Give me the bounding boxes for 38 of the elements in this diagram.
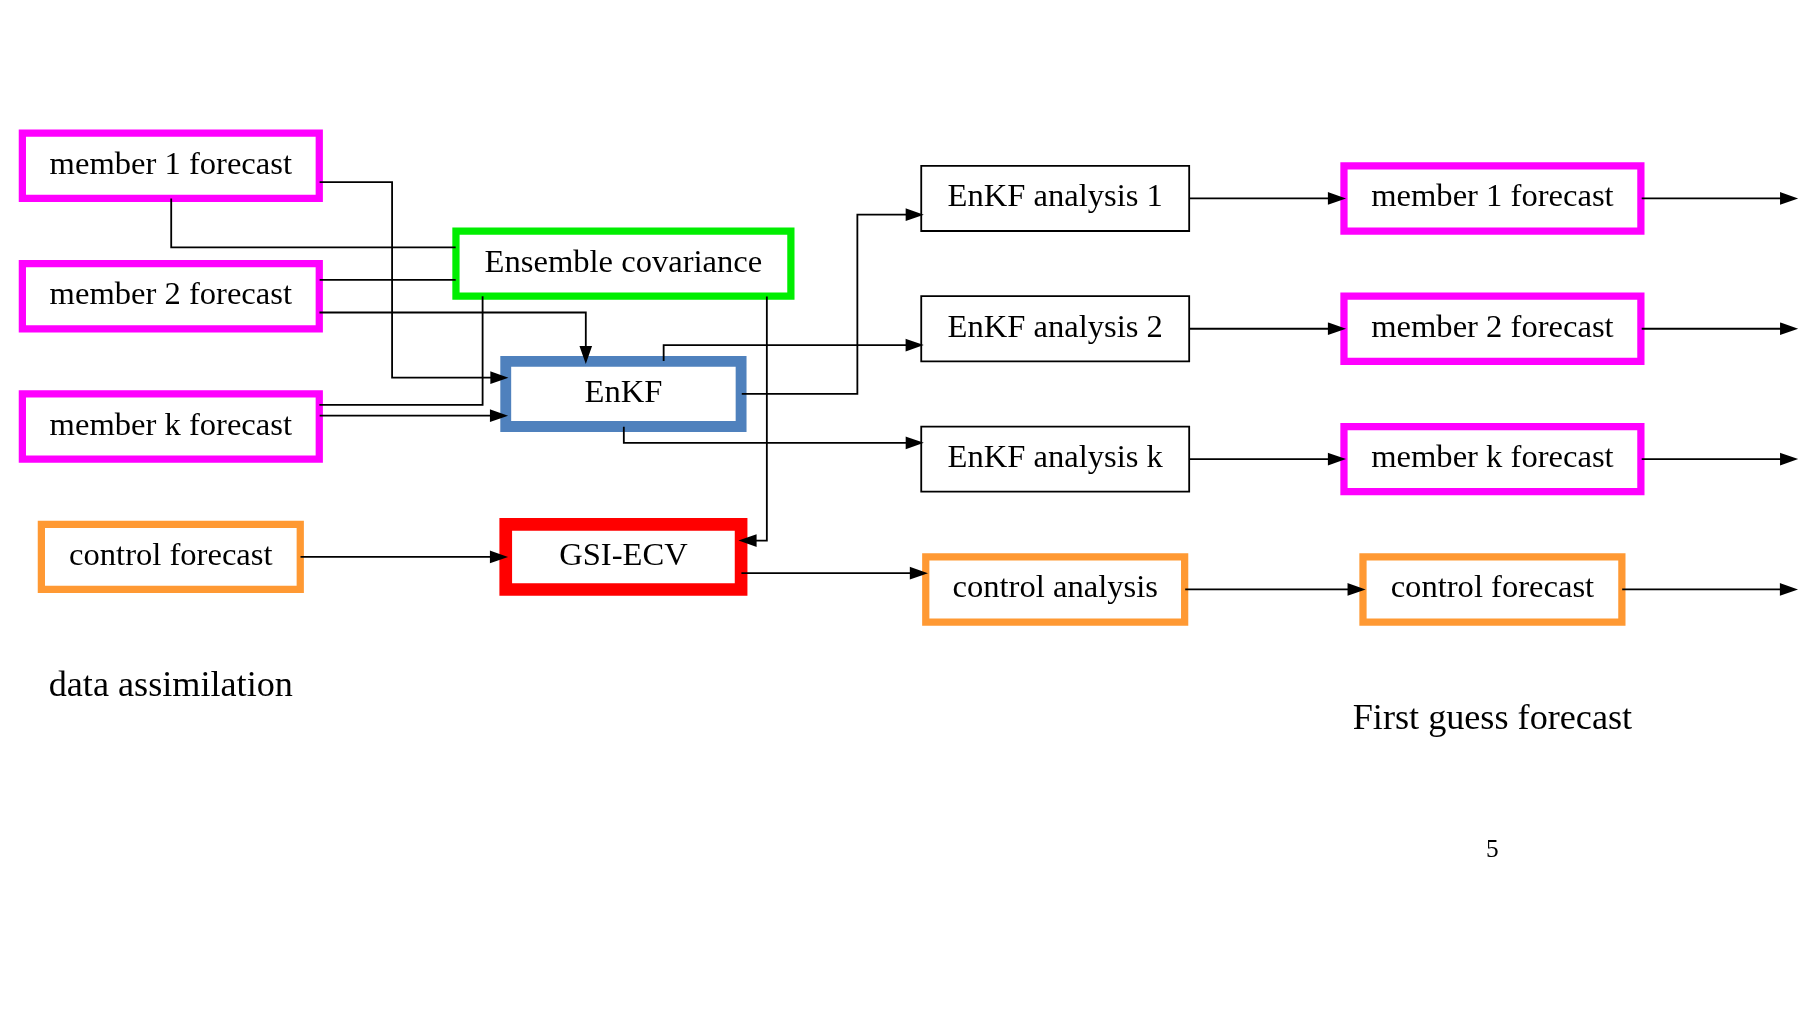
arrow xyxy=(1188,452,1346,465)
arrow xyxy=(622,425,924,449)
arrow xyxy=(662,338,924,362)
node-box: EnKF xyxy=(500,355,747,432)
node-box: member k forecast xyxy=(18,389,323,463)
label: First guess forecast xyxy=(1352,696,1633,737)
arrow xyxy=(740,566,928,579)
node-box: EnKF analysis 2 xyxy=(920,294,1191,362)
arrow xyxy=(740,207,924,395)
connector xyxy=(318,294,484,406)
label: 5 xyxy=(1486,833,1499,862)
arrow xyxy=(318,180,509,384)
node-box: EnKF analysis k xyxy=(920,425,1191,493)
node-box: member 2 forecast xyxy=(18,259,323,332)
arrow xyxy=(1188,321,1346,335)
node-box: member 1 forecast xyxy=(18,129,323,202)
arrow xyxy=(1184,582,1366,596)
connector xyxy=(170,197,457,248)
arrow xyxy=(1640,321,1799,335)
connector xyxy=(318,278,457,281)
arrow xyxy=(1640,452,1799,465)
arrow xyxy=(1188,191,1346,205)
arrow xyxy=(318,311,593,364)
arrow xyxy=(1621,582,1798,596)
arrow xyxy=(738,295,768,547)
arrow xyxy=(299,550,509,563)
arrow xyxy=(318,408,509,422)
node-box: control analysis xyxy=(922,552,1189,626)
node-box: Ensemble covariance xyxy=(452,226,795,300)
node-box: member k forecast xyxy=(1340,422,1645,495)
node-box: member 2 forecast xyxy=(1340,292,1645,365)
node-box: EnKF analysis 1 xyxy=(920,164,1191,232)
node-box: control forecast xyxy=(37,520,304,593)
label: data assimilation xyxy=(48,663,293,704)
node-box: member 1 forecast xyxy=(1340,161,1645,235)
node-box: control forecast xyxy=(1359,552,1626,626)
node-box: GSI-ECV xyxy=(499,517,748,596)
arrow xyxy=(1640,191,1799,205)
